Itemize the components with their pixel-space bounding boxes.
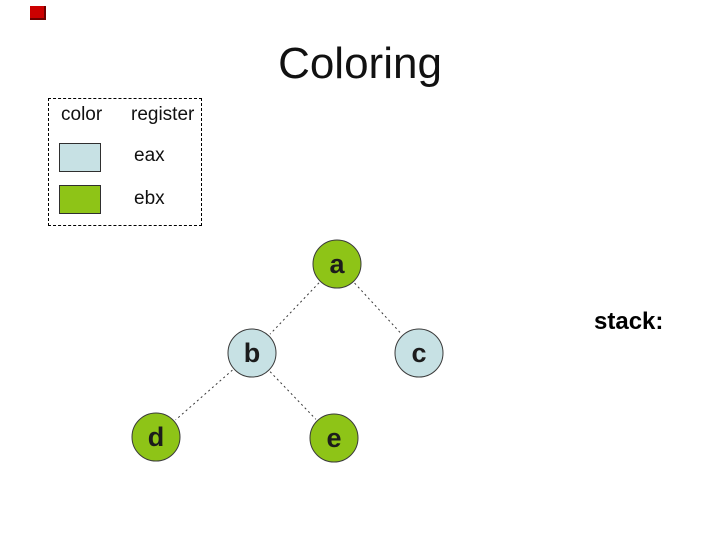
slide-title: Coloring	[278, 39, 442, 88]
tree-node-circle	[312, 239, 362, 289]
legend-swatch-ebx	[59, 185, 101, 214]
tree-edge-a-c	[354, 282, 402, 335]
tree-edge-b-d	[175, 369, 233, 421]
tree-node-label: d	[148, 422, 165, 452]
tree-node-label: a	[329, 249, 345, 279]
tree-node-label: c	[411, 338, 426, 368]
color-legend: color register eax ebx	[48, 98, 202, 226]
tree-node-circle	[131, 412, 181, 462]
tree-node-c: c	[394, 328, 444, 378]
tree-edge-a-b	[269, 282, 320, 335]
tree-node-circle	[309, 413, 359, 463]
legend-label-ebx: ebx	[134, 188, 165, 209]
tree-node-d: d	[131, 412, 181, 462]
tree-edge-b-e	[269, 371, 317, 420]
tree-node-b: b	[227, 328, 277, 378]
tree-node-circle	[227, 328, 277, 378]
legend-swatch-eax	[59, 143, 101, 172]
tree-node-label: e	[326, 423, 341, 453]
tree-node-e: e	[309, 413, 359, 463]
tree-node-label: b	[244, 338, 261, 368]
legend-header-color: color	[61, 104, 103, 125]
legend-header-register: register	[131, 104, 195, 125]
tree-node-a: a	[312, 239, 362, 289]
stack-label: stack:	[594, 308, 664, 335]
tree-node-circle	[394, 328, 444, 378]
legend-label-eax: eax	[134, 145, 165, 166]
red-square-decoration	[30, 6, 46, 20]
